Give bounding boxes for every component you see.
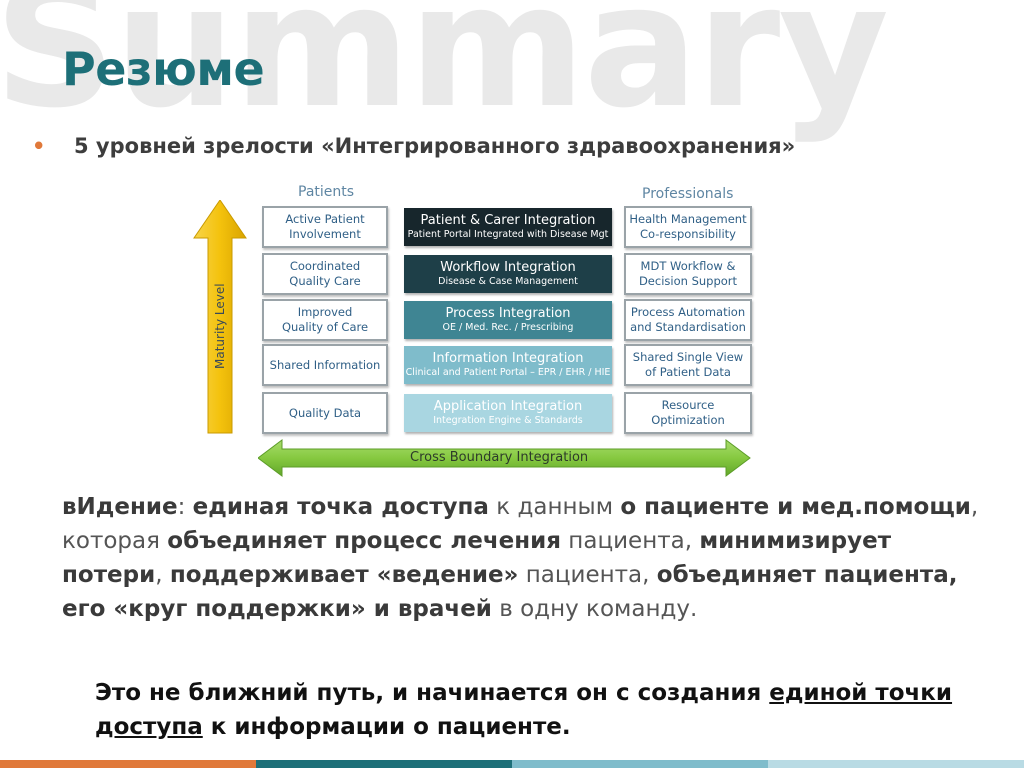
patients-header: Patients [298,184,355,200]
text-bold: поддерживает «ведение» [169,562,519,588]
bottom-color-bar [0,760,1024,768]
patient-cell-line: Improved [297,305,353,319]
integration-level-subtitle: Clinical and Patient Portal – EPR / EHR … [405,367,611,378]
conclusion-text: Это не ближний путь, и начинается он с с… [95,676,1024,744]
bullet-item: • 5 уровней зрелости «Интегрированного зд… [32,134,795,158]
integration-level-title: Patient & Carer Integration [420,213,596,228]
professional-cell: MDT Workflow &Decision Support [624,253,752,295]
maturity-level-label: Maturity Level [213,283,227,369]
professional-cell-line: Health Management [629,212,747,226]
bottom-bar-segment [768,760,1024,768]
professionals-header: Professionals [642,186,734,202]
conclusion-part: к информации о пациенте. [202,714,571,740]
text-span: в одну команду. [491,596,698,622]
patient-cell-line: Coordinated [289,259,361,273]
text-span: пациента, [561,528,700,554]
patient-cell-text: Quality Data [289,406,361,421]
integration-level-subtitle: Patient Portal Integrated with Disease M… [407,229,609,240]
patient-cell-line: Quality Data [288,405,362,420]
text-span: : [177,494,193,520]
professional-cell: Resource Optimization [624,392,752,434]
text-bold: о пациенте и мед.помощи [620,494,971,520]
professional-cell-line: MDT Workflow & [640,259,736,273]
text-span: , [155,562,170,588]
integration-level-subtitle: Integration Engine & Standards [433,415,583,426]
integration-level-title: Process Integration [445,306,571,321]
integration-level-subtitle: OE / Med. Rec. / Prescribing [442,322,574,333]
patient-cell-line: Quality of Care [281,320,369,334]
professional-cell-line: Process Automation [630,305,746,319]
conclusion-underlined: единой точки доступа [95,680,953,740]
bottom-bar-segment [0,760,256,768]
professional-cell-line: and Standardisation [630,320,746,334]
professional-cell-line: of Patient Data [645,365,731,379]
conclusion-part: Это не ближний путь, и начинается он с с… [95,680,770,706]
patient-cell-line: Involvement [289,227,361,241]
professional-cell-text: Resource Optimization [626,398,750,428]
professional-cell-line: Resource Optimization [651,398,725,427]
slide-title: Резюме [62,42,265,96]
bullet-dot-icon: • [32,134,46,158]
professional-cell-line: Co-responsibility [640,227,736,241]
bottom-bar-segment [512,760,768,768]
text-span: пациента, [518,562,657,588]
patient-cell-text: Shared Information [270,358,381,373]
integration-level-title: Application Integration [433,399,583,414]
patient-cell-line: Quality Care [289,274,361,288]
text-span: , которая [62,494,979,554]
integration-level-subtitle: Disease & Case Management [438,276,578,287]
cross-boundary-arrow [258,439,751,477]
summary-watermark: Summary [0,0,889,146]
professional-cell-line: Decision Support [638,274,738,288]
integration-level-title: Information Integration [432,351,584,366]
patient-cell: Shared Information [262,344,388,386]
professional-cell-line: Shared Single View [632,350,744,364]
text-bold: единая точка доступа [192,494,489,520]
text-span: к данным [488,494,621,520]
bullet-text: 5 уровней зрелости «Интегрированного здр… [74,134,796,158]
patient-cell-line: Active Patient [285,212,365,226]
vision-paragraph: вИдение: единая точка доступа к данным о… [62,490,992,626]
cross-boundary-label: Cross Boundary Integration [410,450,589,465]
integration-level-title: Workflow Integration [440,260,576,275]
patient-cell-line: Shared Information [269,357,381,372]
text-bold: объединяет пациента, его «круг поддержки… [62,562,958,622]
vision-keyword: вИдение [62,494,178,520]
patient-cell: Quality Data [262,392,388,434]
text-bold: минимизирует потери [62,528,892,588]
maturity-level-arrow [193,200,247,434]
maturity-diagram: Maturity Level Patients Professionals Ac… [190,180,760,480]
professional-cell-text: MDT Workflow &Decision Support [639,259,737,289]
text-bold: объединяет процесс лечения [167,528,561,554]
bottom-bar-segment [256,760,512,768]
